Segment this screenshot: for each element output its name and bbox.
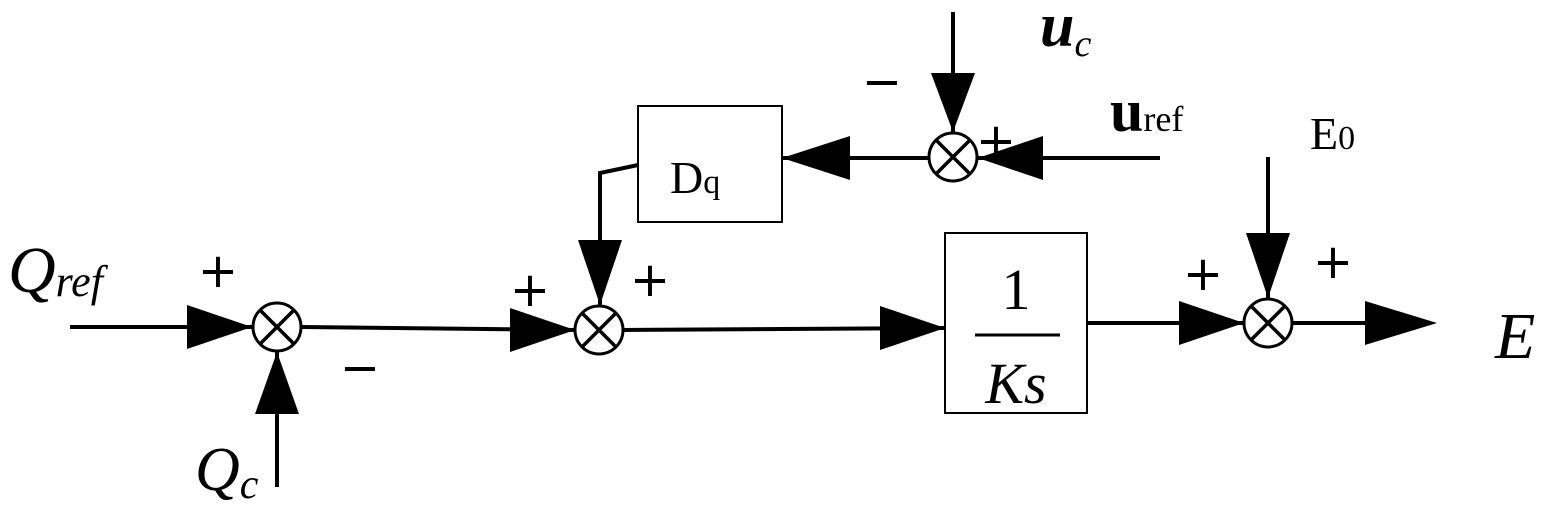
sign-j2-top: +	[630, 252, 670, 308]
sign-j1-bottom: −	[340, 340, 380, 396]
signal-lines	[70, 12, 1375, 487]
arrowhead-j2-to-integrator	[880, 306, 945, 350]
sign-j2-left: +	[510, 262, 550, 318]
arrowhead-qref	[187, 305, 252, 349]
arrowhead-j1-to-j2	[510, 308, 575, 352]
arrowhead-uref	[978, 136, 1043, 180]
label-u-c: uc	[1040, 0, 1091, 65]
arrowheads	[187, 73, 1437, 414]
sign-j1-top: +	[198, 243, 238, 299]
block-integrator-frame	[944, 232, 1088, 414]
block-dq-frame	[637, 105, 783, 223]
sign-j4-left: +	[1183, 246, 1223, 302]
arrowhead-dq-to-j2	[578, 240, 622, 305]
arrowhead-e0	[1246, 233, 1290, 298]
integrator-numerator: 1	[1002, 257, 1031, 322]
block-dq-label: Dq	[670, 152, 720, 203]
summing-junction-4	[1242, 297, 1294, 349]
block-integrator: 1 Ks	[944, 232, 1088, 416]
label-e0: E0	[1310, 108, 1355, 159]
integrator-denominator: Ks	[984, 351, 1046, 416]
label-u-ref: uref	[1110, 78, 1183, 144]
sign-j4-right: +	[1313, 234, 1353, 290]
sign-j3-right: +	[976, 113, 1016, 169]
arrowhead-uc	[931, 73, 975, 132]
arrowhead-qc	[255, 352, 299, 414]
arrowhead-output	[1365, 301, 1437, 345]
arrowhead-integrator-to-j4	[1179, 301, 1244, 345]
summing-junction-2	[573, 304, 625, 356]
block-dq: Dq	[637, 105, 783, 223]
label-q-c: Qc	[195, 436, 259, 508]
sign-j3-top: −	[862, 54, 902, 110]
label-q-ref: Qref	[8, 234, 109, 307]
label-output-e: E	[1494, 300, 1535, 373]
summing-junction-3	[927, 131, 979, 183]
summing-junction-1	[251, 301, 303, 353]
arrowhead-j3-to-dq	[782, 136, 850, 180]
